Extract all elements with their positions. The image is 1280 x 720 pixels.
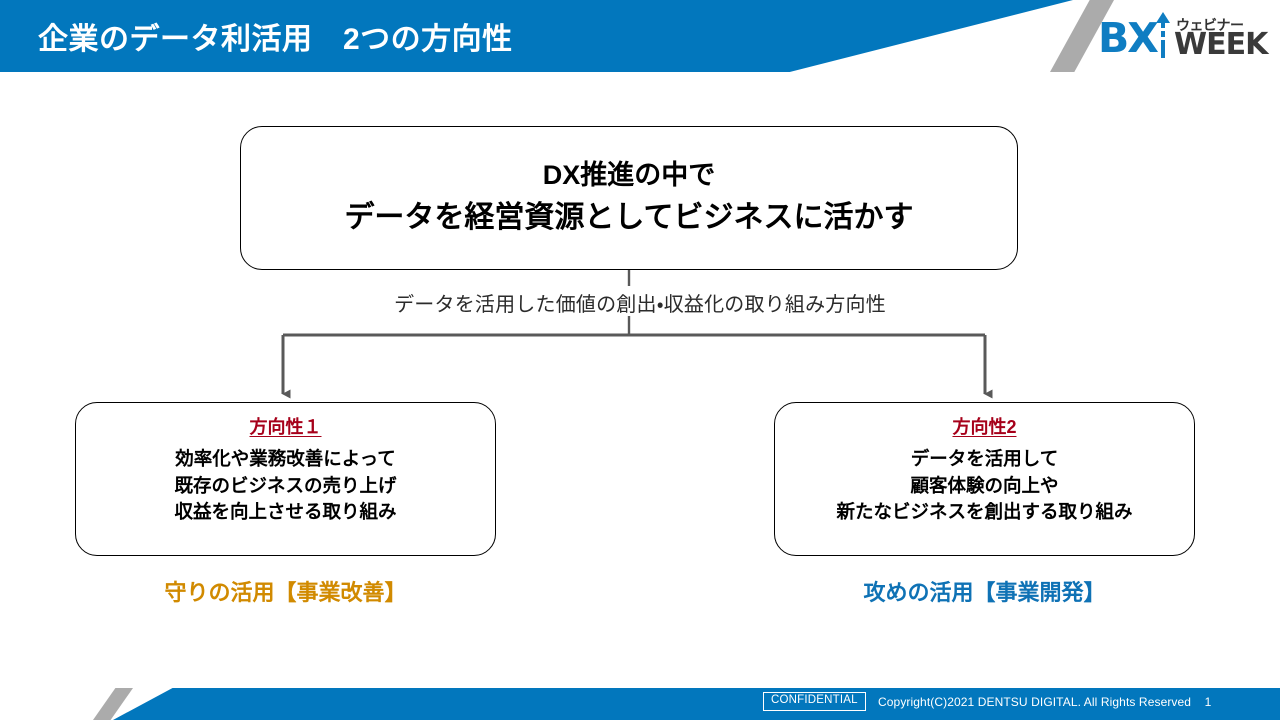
branch-label: データを活用した価値の創出・収益化の取り組み方向性	[0, 288, 1280, 317]
page-title: 企業のデータ利活用 2つの方向性	[38, 23, 513, 56]
bx-week-logo: BX ウェビナー WEEK	[1098, 10, 1270, 68]
page-number: 1	[1204, 695, 1212, 709]
logo-up-arrow-icon	[1156, 12, 1170, 58]
direction-2-line-1: データを活用して	[910, 448, 1059, 469]
confidential-badge: CONFIDENTIAL	[763, 692, 866, 711]
main-statement-line-1: DX推進の中で	[542, 159, 716, 190]
direction-1-line-3: 収益を向上させる取り組み	[174, 501, 397, 523]
direction-2-lines: データを活用して 顧客体験の向上や 新たなビジネスを創出する取り組み	[775, 446, 1194, 526]
logo-webinar-text: ウェビナー	[1176, 17, 1244, 33]
direction-1-box: 方向性１ 効率化や業務改善によって 既存のビジネスの売り上げ 収益を向上させる取…	[75, 402, 496, 556]
direction-2-caption: 攻めの活用【事業開発】	[863, 580, 1106, 605]
direction-2-box: 方向性2 データを活用して 顧客体験の向上や 新たなビジネスを創出する取り組み	[774, 402, 1195, 556]
direction-2-heading: 方向性2	[952, 417, 1017, 437]
copyright-text: Copyright(C)2021 DENTSU DIGITAL. All Rig…	[878, 695, 1192, 709]
main-statement-line-2: データを経営資源としてビジネスに活かす	[344, 200, 914, 234]
main-statement-box: DX推進の中で データを経営資源としてビジネスに活かす	[240, 126, 1018, 270]
logo-week-text: WEEK	[1174, 27, 1268, 62]
direction-1-line-2: 既存のビジネスの売り上げ	[174, 474, 397, 496]
direction-1-line-1: 効率化や業務改善によって	[175, 448, 396, 469]
branch-label-text: データを活用した価値の創出・収益化の取り組み方向性	[388, 294, 892, 316]
direction-1-content: 方向性１ 効率化や業務改善によって 既存のビジネスの売り上げ 収益を向上させる取…	[76, 413, 495, 526]
direction-1-lines: 効率化や業務改善によって 既存のビジネスの売り上げ 収益を向上させる取り組み	[76, 446, 495, 526]
direction-2-content: 方向性2 データを活用して 顧客体験の向上や 新たなビジネスを創出する取り組み	[775, 413, 1194, 526]
direction-2-line-2: 顧客体験の向上や	[910, 474, 1059, 496]
direction-1-caption: 守りの活用【事業改善】	[164, 580, 407, 605]
main-statement-text: DX推進の中で データを経営資源としてビジネスに活かす	[344, 156, 913, 240]
direction-1-heading: 方向性１	[249, 417, 322, 437]
direction-2-line-3: 新たなビジネスを創出する取り組み	[836, 501, 1133, 523]
logo-bx-mark: BX	[1098, 14, 1159, 62]
footer-bar	[113, 688, 1280, 720]
